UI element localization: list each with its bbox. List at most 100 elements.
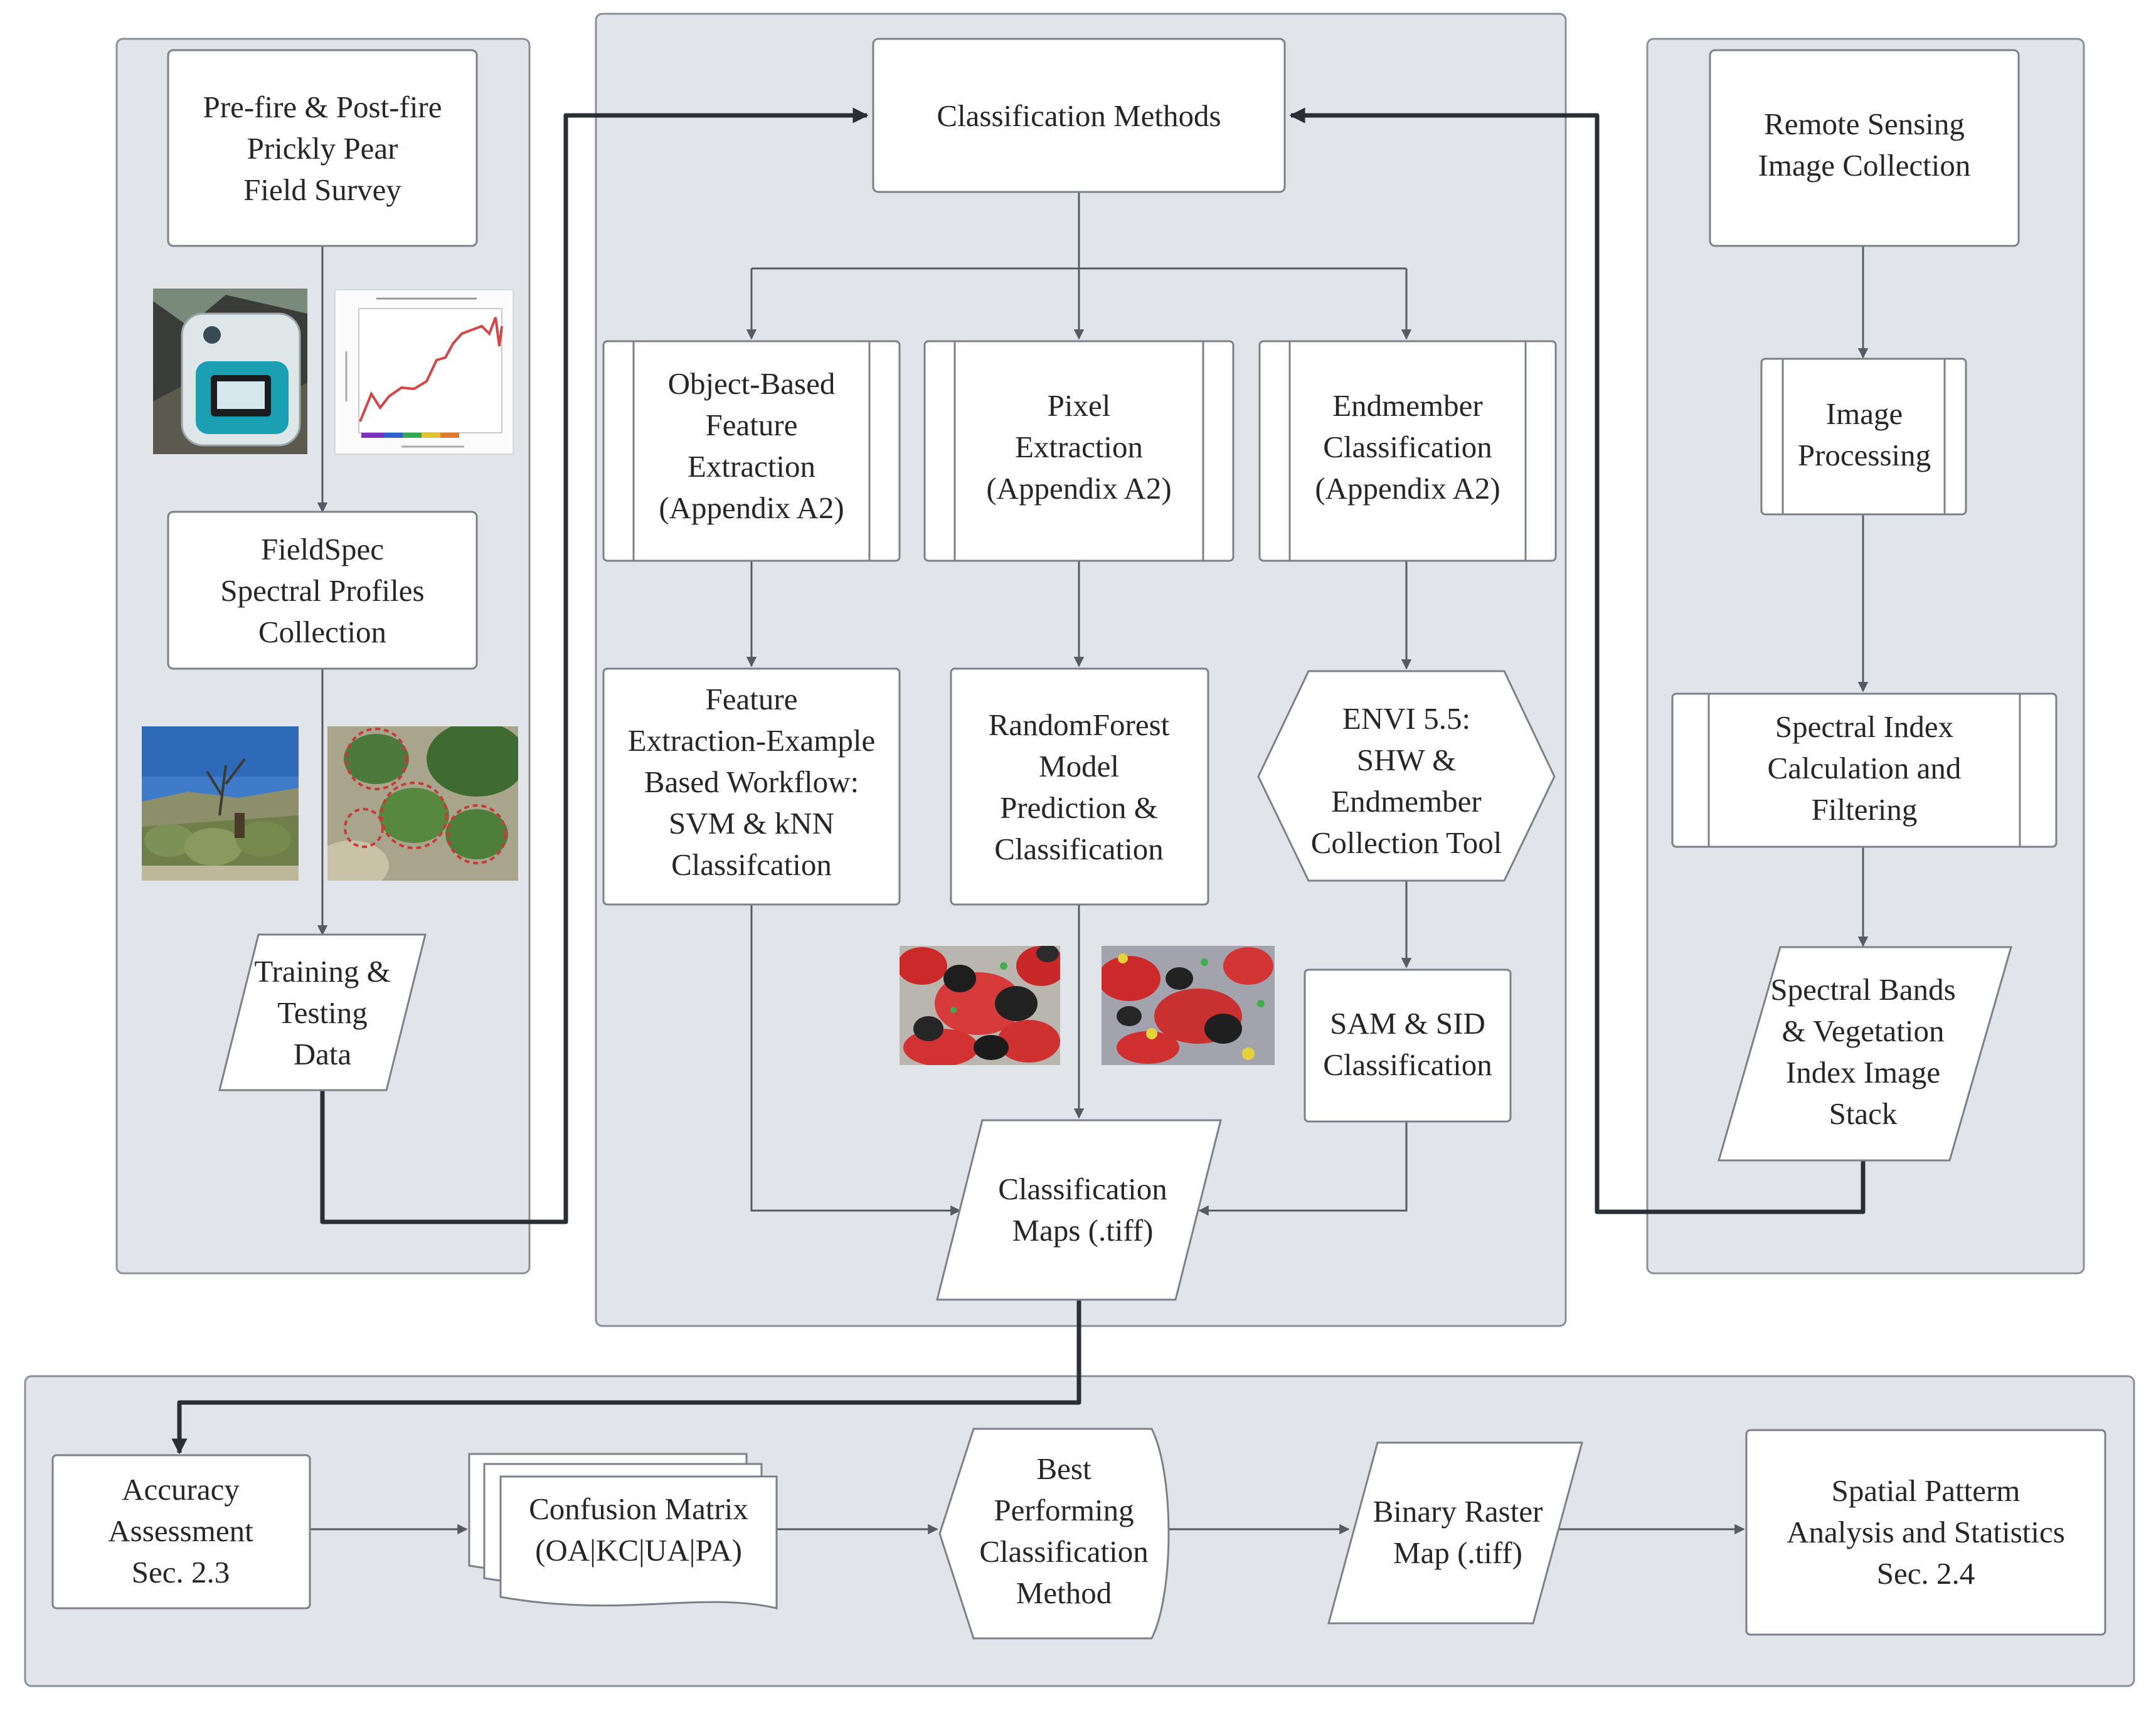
label-line: Classification <box>998 1172 1167 1206</box>
fieldspec-box <box>167 511 478 670</box>
envi-box <box>1257 670 1556 882</box>
label-line: Binary Raster <box>1373 1494 1543 1529</box>
label-line: Remote Sensing <box>1764 107 1965 141</box>
label-line: Pre-fire & Post-fire <box>203 90 442 124</box>
label-line: Calculation and <box>1768 751 1962 785</box>
label-line: Collection <box>258 615 386 649</box>
label-line: Spectral Profiles <box>220 573 424 608</box>
label-line: Feature <box>706 408 798 442</box>
label-line: Classifcation <box>671 847 832 882</box>
label-line: Analysis and Statistics <box>1787 1515 2065 1549</box>
prickly-pear-closeup-photo <box>327 726 518 881</box>
connectors <box>310 192 1869 1535</box>
label-line: Testing <box>277 995 368 1030</box>
label-line: SVM & kNN <box>669 806 834 841</box>
confusion-sheet-front <box>499 1475 778 1610</box>
classification-maps-box <box>936 1119 1222 1301</box>
main-flow-arrows <box>171 107 1866 1455</box>
main-flow-training-to-methods <box>320 107 869 1224</box>
label-line: (Appendix A2) <box>659 491 844 525</box>
classified-map-rf-2 <box>1102 946 1275 1065</box>
label-line: SHW & <box>1357 743 1456 777</box>
label-line: Processing <box>1798 438 1931 472</box>
classified-map-rf-1 <box>900 946 1060 1065</box>
spectral-index-box <box>1671 692 2058 848</box>
label-line: Endmember <box>1332 388 1482 423</box>
label-line: Classification <box>979 1534 1148 1569</box>
connector-sam-to-maps <box>1198 1122 1408 1216</box>
field-survey-box <box>167 49 478 247</box>
label-line: Prediction & <box>1000 790 1158 825</box>
pixel-box <box>923 340 1235 562</box>
label-line: Map (.tiff) <box>1393 1535 1522 1570</box>
main-flow-stack-to-methods <box>1289 107 1866 1214</box>
label-line: Stack <box>1829 1096 1898 1131</box>
label-line: Model <box>1039 749 1119 783</box>
label-line: (OA|KC|UA|PA) <box>535 1533 742 1567</box>
spectroradiometer-photo <box>153 289 307 454</box>
label-line: Data <box>294 1037 352 1071</box>
label-line: SAM & SID <box>1330 1006 1485 1041</box>
label-line: Confusion Matrix <box>529 1492 748 1526</box>
label-line: (Appendix A2) <box>986 471 1171 506</box>
label-line: Image Collection <box>1758 148 1971 183</box>
label-line: Object-Based <box>668 366 836 401</box>
confusion-matrix-label: Confusion Matrix (OA|KC|UA|PA) <box>529 1492 748 1567</box>
label-line: Spectral Bands <box>1770 972 1955 1007</box>
label-line: Image <box>1826 396 1903 431</box>
label-line: & Vegetation <box>1782 1014 1944 1048</box>
image-processing-box <box>1760 358 1967 516</box>
sam-sid-node: SAM & SID Classification <box>1304 968 1512 1123</box>
feature-workflow-box <box>602 667 901 906</box>
label-line: Field Survey <box>243 172 401 207</box>
label-line: Maps (.tiff) <box>1012 1213 1154 1248</box>
label-line: Spectral Index <box>1775 709 1953 744</box>
label-line: Filtering <box>1812 792 1918 827</box>
label-line: Extraction <box>1015 430 1143 464</box>
label-line: Prickly Pear <box>247 131 398 166</box>
label-line: Classification <box>994 832 1163 866</box>
binary-raster-box <box>1327 1441 1583 1625</box>
spatial-pattern-box <box>1745 1429 2106 1636</box>
label-line: Performing <box>994 1493 1134 1527</box>
sam-sid-box <box>1304 968 1512 1123</box>
label-line: Classification <box>1323 1047 1492 1082</box>
label-line: (Appendix A2) <box>1315 471 1500 506</box>
label-line: Classification Methods <box>937 98 1221 133</box>
label-line: FieldSpec <box>261 532 384 566</box>
classification-methods-box <box>872 38 1286 193</box>
training-box <box>218 933 427 1091</box>
label-line: ENVI 5.5: <box>1342 701 1470 736</box>
label-line: Spatial Patterm <box>1832 1473 2021 1508</box>
main-flow-maps-to-accuracy <box>171 1300 1081 1455</box>
label-line: Assessment <box>108 1514 253 1548</box>
